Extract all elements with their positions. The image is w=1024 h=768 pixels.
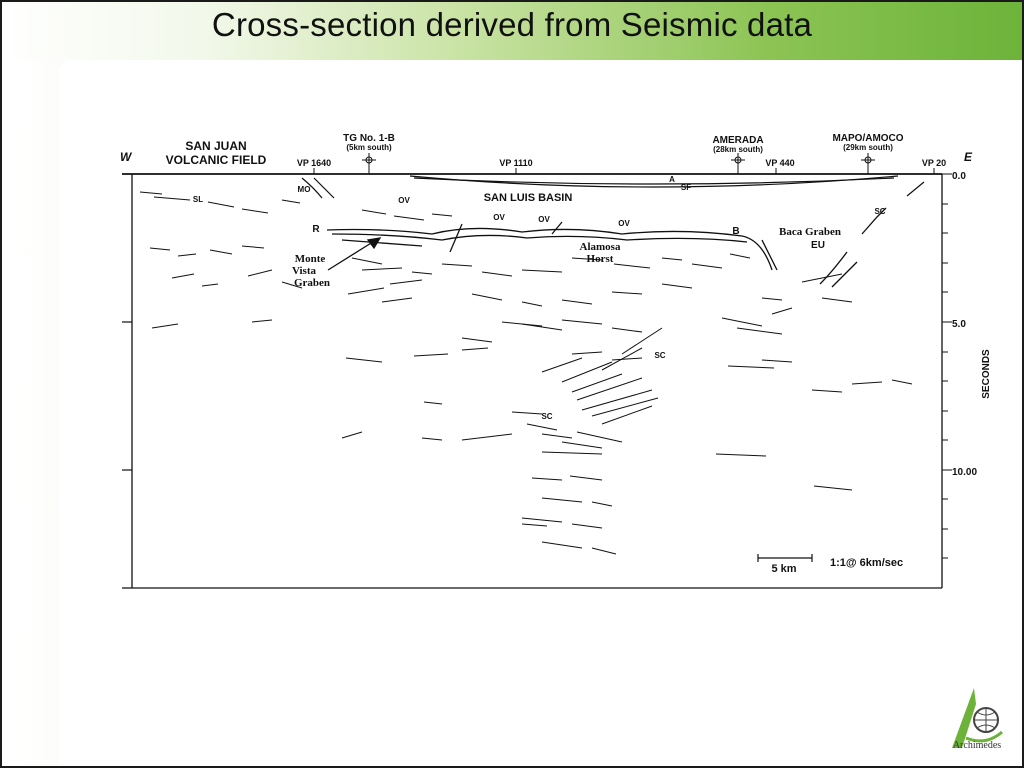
- r-label: R: [312, 224, 320, 235]
- well-tg-icon: [362, 153, 376, 174]
- baca-graben-label: Baca Graben: [779, 226, 841, 238]
- sc-label-3: SC: [541, 412, 552, 421]
- sf-label: SF: [681, 183, 691, 192]
- horizon-rb: [326, 207, 887, 288]
- alamosa-line2: Horst: [587, 253, 614, 265]
- right-axis-ticks: [942, 173, 952, 559]
- sc-label-1: SC: [874, 207, 885, 216]
- archimedes-logo-icon: [952, 688, 1003, 748]
- well-symbols: [362, 153, 875, 174]
- axis-tick-label-0: 0.0: [952, 171, 966, 182]
- west-label: W: [120, 150, 133, 164]
- amerada-title: AMERADA: [712, 135, 763, 146]
- amerada-note: (28km south): [713, 145, 763, 154]
- ov-label-3: OV: [538, 215, 550, 224]
- vp-ticks: [313, 168, 935, 174]
- left-fade: [2, 60, 72, 766]
- monte-vista-line3: Graben: [294, 277, 330, 289]
- scale-ratio-label: 1:1@ 6km/sec: [830, 557, 903, 569]
- logo-text: Archimedes: [952, 740, 1002, 751]
- scale-bar-label: 5 km: [771, 563, 796, 575]
- vp-1110-label: VP 1110: [499, 158, 532, 168]
- tg-well-title: TG No. 1-B: [343, 133, 395, 144]
- left-axis-ticks: [122, 321, 132, 471]
- axis-label-seconds: SECONDS: [981, 349, 992, 399]
- monte-vista-line1: Monte: [295, 253, 326, 265]
- sc-label-2: SC: [654, 351, 665, 360]
- ov-label-4: OV: [618, 219, 630, 228]
- tg-well-note: (5km south): [346, 143, 392, 152]
- basin-label: SAN LUIS BASIN: [484, 192, 573, 204]
- graben-arrow: [327, 237, 382, 271]
- ov-label-1: OV: [398, 196, 410, 205]
- mapo-note: (29km south): [843, 143, 893, 152]
- mo-label: MO: [298, 185, 311, 194]
- vp-1640-label: VP 1640: [297, 158, 331, 168]
- axis-tick-label-5: 5.0: [952, 319, 966, 330]
- scale-bar: [757, 554, 813, 562]
- slide-title: Cross-section derived from Seismic data: [211, 6, 813, 43]
- alamosa-line1: Alamosa: [580, 241, 621, 253]
- reflectors: [139, 191, 913, 491]
- well-mapo-icon: [861, 153, 875, 174]
- eu-label: EU: [811, 240, 825, 251]
- well-amerada-icon: [731, 153, 745, 174]
- vp-440-label: VP 440: [765, 158, 794, 168]
- monte-vista-line2: Vista: [292, 265, 317, 277]
- content-panel: [58, 60, 1022, 766]
- basin-surfaces: [301, 175, 925, 199]
- ov-label-2: OV: [493, 213, 505, 222]
- san-juan-line1: SAN JUAN: [185, 139, 246, 153]
- b-label: B: [732, 226, 739, 237]
- san-juan-line2: VOLCANIC FIELD: [166, 153, 267, 167]
- a-label: A: [669, 175, 675, 184]
- sl-label: SL: [193, 195, 203, 204]
- axis-tick-label-10: 10.00: [952, 467, 977, 478]
- sc-cluster: [511, 327, 663, 555]
- east-label: E: [964, 150, 973, 164]
- vp-20-label: VP 20: [922, 158, 946, 168]
- mapo-title: MAPO/AMOCO: [832, 133, 903, 144]
